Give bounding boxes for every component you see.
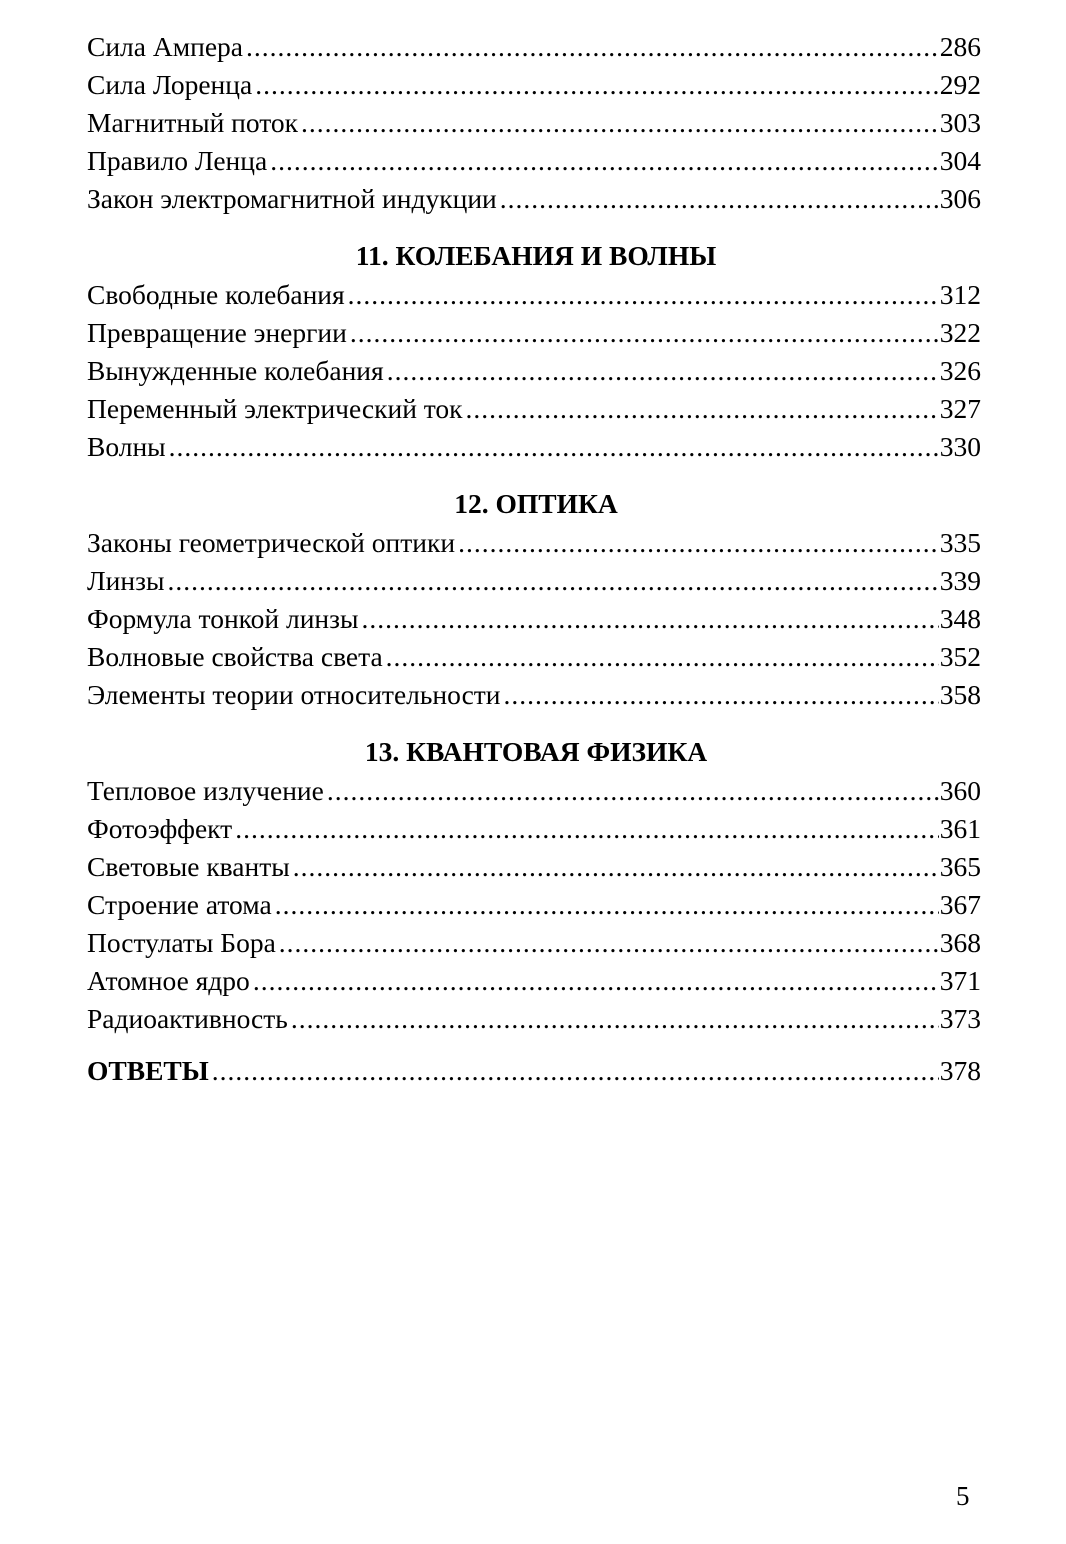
dot-leader	[255, 66, 939, 104]
dot-leader	[350, 314, 939, 352]
dot-leader	[246, 28, 939, 66]
toc-entry[interactable]: Волны 330	[87, 428, 981, 466]
toc-entry[interactable]: Тепловое излучение 360	[87, 772, 981, 810]
dot-leader	[327, 772, 939, 810]
toc-entry-title: Постулаты Бора	[87, 927, 276, 958]
toc-entry-page: 303	[939, 107, 981, 138]
section-heading: 12. ОПТИКА	[454, 488, 618, 519]
toc-entry-title: Магнитный поток	[87, 107, 299, 138]
toc-entry-page: 292	[939, 69, 981, 100]
dot-leader	[301, 104, 939, 142]
dot-leader	[275, 886, 939, 924]
toc-entry[interactable]: Постулаты Бора 368	[87, 924, 981, 962]
dot-leader	[386, 638, 939, 676]
dot-leader	[167, 562, 938, 600]
toc-entry[interactable]: Закон электромагнитной индукции 306	[87, 180, 981, 218]
toc-entry-page: 322	[939, 317, 981, 348]
dot-leader	[466, 390, 939, 428]
dot-leader	[500, 180, 939, 218]
toc-entry-page: 373	[939, 1003, 981, 1034]
toc-entry-title: ОТВЕТЫ	[87, 1055, 209, 1086]
toc-entry-page: 367	[939, 889, 981, 920]
toc-entry-page: 358	[939, 679, 981, 710]
toc-entry[interactable]: Формула тонкой линзы 348	[87, 600, 981, 638]
toc-entry[interactable]: Световые кванты 365	[87, 848, 981, 886]
toc-entry-title: Строение атома	[87, 889, 272, 920]
dot-leader	[291, 1000, 939, 1038]
dot-leader	[361, 600, 938, 638]
dot-leader	[348, 276, 939, 314]
toc-entry-title: Переменный электрический ток	[87, 393, 463, 424]
toc-entry[interactable]: Правило Ленца 304	[87, 142, 981, 180]
toc-entry-title: Фотоэффект	[87, 813, 233, 844]
toc-entry-title: Сила Ампера	[87, 31, 244, 62]
toc-entry[interactable]: Радиоактивность 373	[87, 1000, 981, 1038]
toc-entry-title: Элементы теории относительности	[87, 679, 501, 710]
toc-entry-title: Атомное ядро	[87, 965, 250, 996]
toc-entry[interactable]: Строение атома 367	[87, 886, 981, 924]
toc-entry[interactable]: Сила Ампера 286	[87, 28, 981, 66]
toc-entry-page: 348	[939, 603, 981, 634]
toc-entry-title: Сила Лоренца	[87, 69, 253, 100]
toc-entry-answers[interactable]: ОТВЕТЫ 378	[87, 1052, 981, 1090]
toc-entry[interactable]: Сила Лоренца 292	[87, 66, 981, 104]
toc-entry[interactable]: Магнитный поток 303	[87, 104, 981, 142]
toc-entry-page: 371	[939, 965, 981, 996]
dot-leader	[212, 1052, 939, 1090]
page-number: 5	[956, 1481, 970, 1511]
dot-leader	[387, 352, 939, 390]
toc-entry-page: 352	[939, 641, 981, 672]
toc-entry-page: 339	[939, 565, 981, 596]
toc-entry[interactable]: Атомное ядро 371	[87, 962, 981, 1000]
dot-leader	[458, 524, 939, 562]
toc-entry-page: 326	[939, 355, 981, 386]
toc-entry-title: Закон электромагнитной индукции	[87, 183, 497, 214]
toc-entry-title: Линзы	[87, 565, 165, 596]
toc-entry-title: Световые кванты	[87, 851, 290, 882]
toc-entry-title: Формула тонкой линзы	[87, 603, 359, 634]
toc-entry-page: 327	[939, 393, 981, 424]
toc-entry-page: 361	[939, 813, 981, 844]
toc-entry[interactable]: Превращение энергии 322	[87, 314, 981, 352]
toc-entry[interactable]: Линзы 339	[87, 562, 981, 600]
toc-entry-title: Тепловое излучение	[87, 775, 324, 806]
toc-entry[interactable]: Переменный электрический ток 327	[87, 390, 981, 428]
toc-entry-page: 304	[939, 145, 981, 176]
dot-leader	[235, 810, 939, 848]
dot-leader	[169, 428, 939, 466]
toc-entry-page: 306	[939, 183, 981, 214]
toc-entry-title: Превращение энергии	[87, 317, 347, 348]
toc-entry-page: 286	[939, 31, 981, 62]
toc-entry-page: 378	[939, 1055, 981, 1086]
dot-leader	[270, 142, 939, 180]
toc-entry[interactable]: Законы геометрической оптики 335	[87, 524, 981, 562]
toc-entry-page: 368	[939, 927, 981, 958]
toc-entry[interactable]: Фотоэффект 361	[87, 810, 981, 848]
dot-leader	[279, 924, 939, 962]
section-heading: 11. КОЛЕБАНИЯ И ВОЛНЫ	[355, 240, 717, 271]
toc-entry-title: Радиоактивность	[87, 1003, 288, 1034]
toc-entry-page: 360	[939, 775, 981, 806]
toc-entry[interactable]: Волновые свойства света 352	[87, 638, 981, 676]
toc-entry-title: Волновые свойства света	[87, 641, 383, 672]
toc-entry-page: 365	[939, 851, 981, 882]
toc-entry-title: Законы геометрической оптики	[87, 527, 456, 558]
table-of-contents: Сила Ампера 286 Сила Лоренца 292 Магнитн…	[87, 28, 981, 1090]
toc-entry-title: Волны	[87, 431, 166, 462]
toc-entry-page: 330	[939, 431, 981, 462]
dot-leader	[253, 962, 939, 1000]
dot-leader	[293, 848, 939, 886]
toc-entry[interactable]: Вынужденные колебания 326	[87, 352, 981, 390]
toc-entry-title: Свободные колебания	[87, 279, 345, 310]
toc-entry-title: Правило Ленца	[87, 145, 268, 176]
toc-entry[interactable]: Свободные колебания 312	[87, 276, 981, 314]
section-heading: 13. КВАНТОВАЯ ФИЗИКА	[364, 736, 708, 767]
toc-entry-page: 335	[939, 527, 981, 558]
dot-leader	[504, 676, 939, 714]
toc-entry-title: Вынужденные колебания	[87, 355, 384, 386]
toc-entry[interactable]: Элементы теории относительности 358	[87, 676, 981, 714]
toc-entry-page: 312	[939, 279, 981, 310]
